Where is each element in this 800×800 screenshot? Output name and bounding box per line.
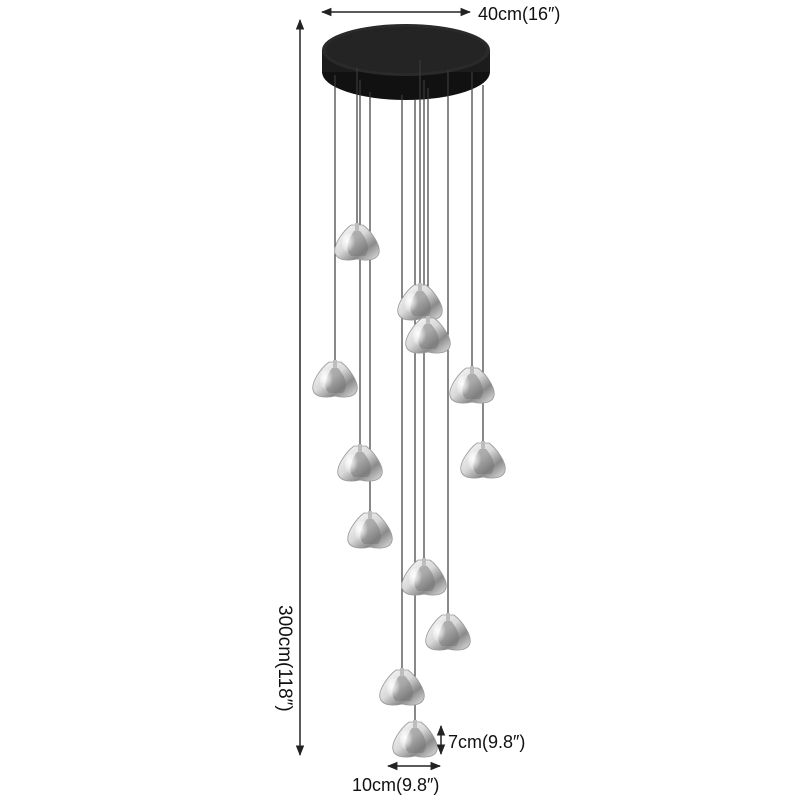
crystal-pendant	[405, 316, 451, 354]
crystal-pendant	[460, 441, 506, 479]
pendant-width-label: 10cm(9.8″)	[352, 775, 439, 795]
overall-height-dimension: 300cm(118″)	[274, 18, 305, 757]
pendant-height-dimension: 7cm(9.8″)	[436, 724, 525, 756]
overall-height-label: 300cm(118″)	[274, 605, 295, 712]
canopy-width-label: 40cm(16″)	[478, 4, 560, 24]
crystal-pendant	[397, 283, 443, 321]
canopy-width-dimension: 40cm(16″)	[320, 4, 560, 24]
crystal-pendant	[392, 720, 438, 758]
crystal-pendant	[347, 511, 393, 549]
crystal-pendant	[334, 223, 380, 261]
crystal-pendant	[312, 360, 358, 398]
crystal-pendant	[449, 366, 495, 404]
crystal-pendant	[425, 613, 471, 651]
crystal-pendant	[379, 668, 425, 706]
crystal-pendant	[401, 558, 447, 596]
crystal-pendants	[312, 223, 506, 758]
pendant-width-dimension: 10cm(9.8″)	[352, 761, 442, 795]
pendant-height-label: 7cm(9.8″)	[448, 732, 525, 752]
crystal-pendant	[337, 444, 383, 482]
ceiling-canopy	[322, 24, 490, 100]
